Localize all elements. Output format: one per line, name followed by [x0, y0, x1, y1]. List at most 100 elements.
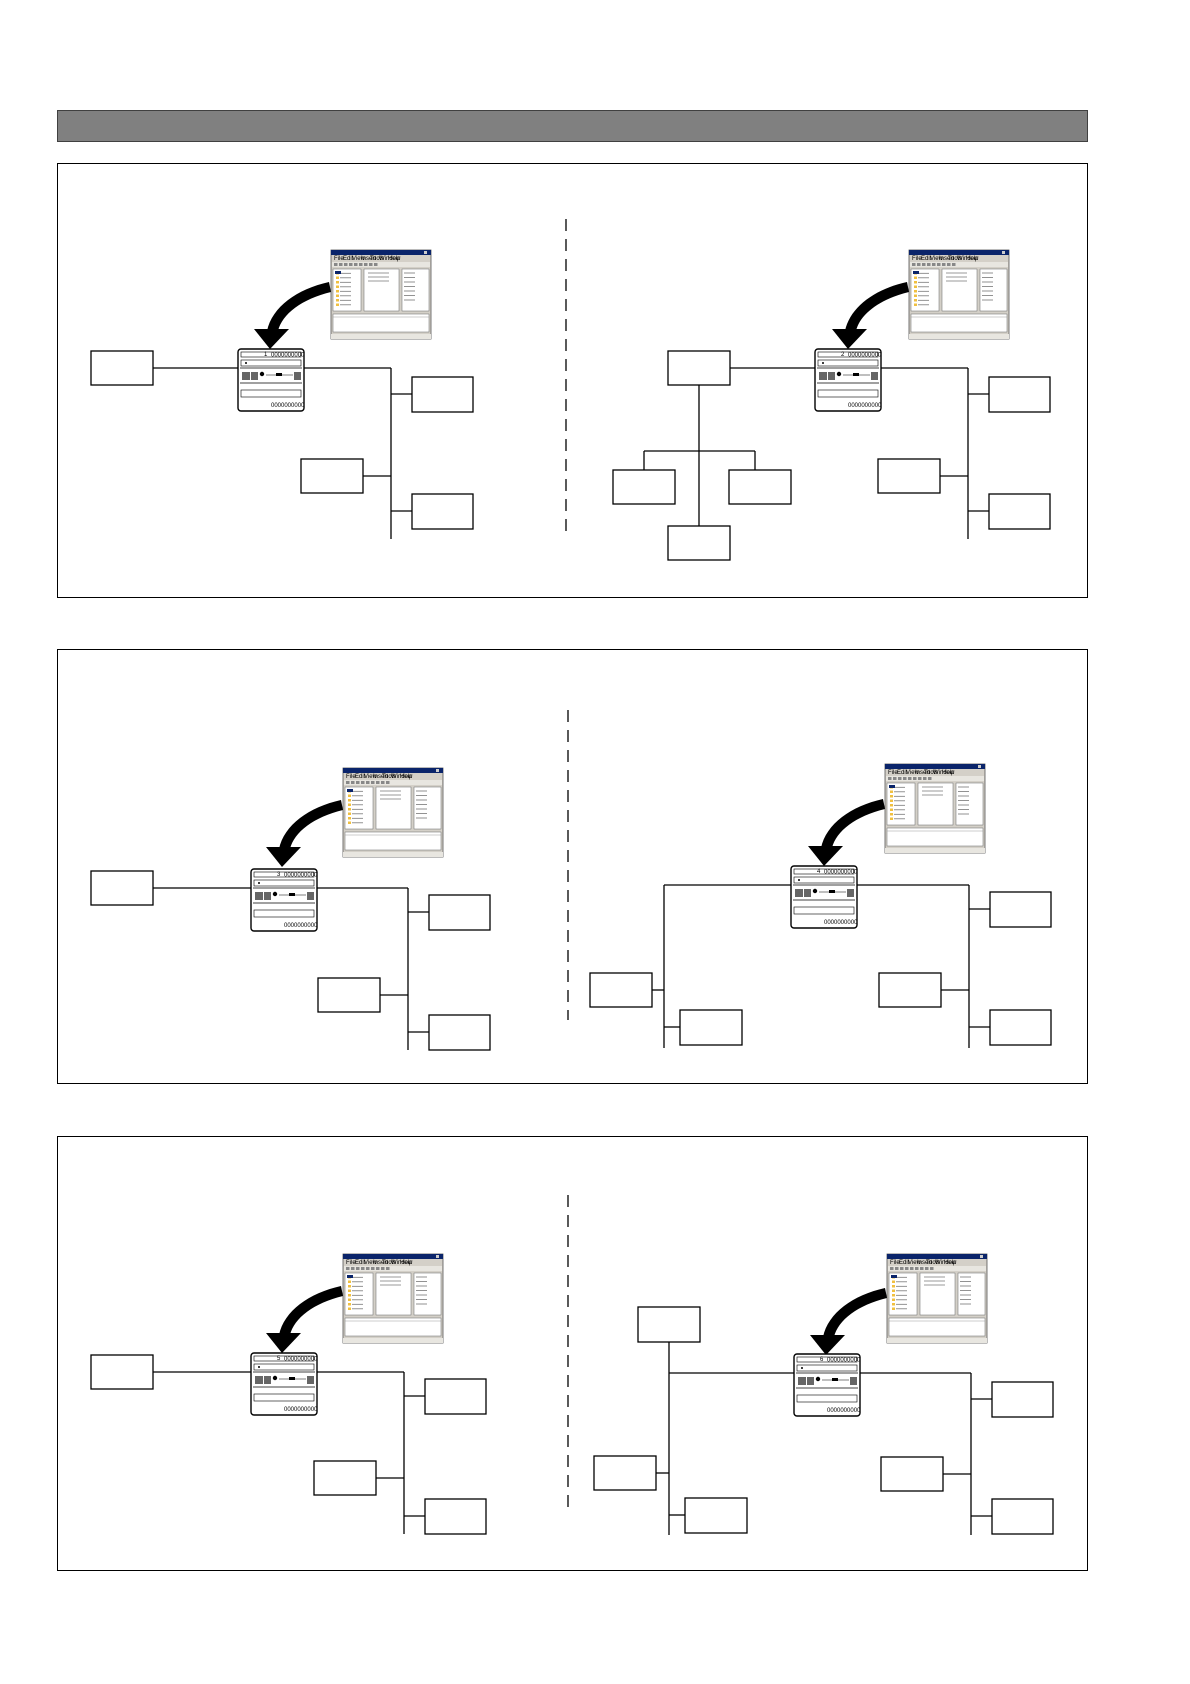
menu-item: File — [912, 256, 922, 262]
folder-icon — [914, 290, 917, 293]
unit-box-output — [684, 1497, 748, 1534]
tree-selection — [335, 271, 341, 274]
toolbar-icon — [928, 777, 932, 780]
toolbar-icon — [366, 781, 370, 784]
toolbar-icon — [346, 781, 350, 784]
toolbar-icon — [893, 777, 897, 780]
close-icon — [978, 765, 981, 768]
device-digits-bottom: 0000000000 — [827, 1408, 861, 1414]
device-led — [798, 879, 800, 881]
toolbar-icon — [925, 1267, 929, 1270]
properties-pane — [401, 268, 430, 312]
arrow-head — [810, 1335, 845, 1355]
folder-icon — [890, 813, 893, 816]
close-icon — [980, 1255, 983, 1258]
folder-icon — [348, 1303, 351, 1306]
arrow-body — [845, 282, 909, 331]
device-digits-top: 0000000000 — [271, 353, 305, 359]
folder-icon — [914, 303, 917, 306]
arrow-head — [266, 1333, 301, 1353]
toolbar-icon — [910, 1267, 914, 1270]
status-bar — [909, 334, 1009, 339]
folder-icon — [348, 794, 351, 797]
menu-item: Tools — [382, 774, 396, 780]
toolbar-icon — [912, 263, 916, 266]
output-pane — [344, 831, 442, 851]
menu-item: Window — [957, 256, 979, 262]
folder-icon — [914, 299, 917, 302]
toolbar-icon — [920, 1267, 924, 1270]
tree-selection — [347, 789, 353, 792]
window-titlebar — [909, 250, 1009, 255]
folder-icon — [348, 817, 351, 820]
unit-box — [880, 1456, 944, 1492]
status-bar — [887, 1338, 987, 1343]
device-display — [793, 876, 855, 884]
window-toolbar — [888, 1266, 986, 1271]
menu-item: Help — [388, 256, 401, 262]
folder-icon — [348, 1285, 351, 1288]
device-terminal-block — [798, 1377, 806, 1385]
device-slider — [853, 373, 859, 376]
folder-icon — [348, 821, 351, 824]
folder-icon — [348, 799, 351, 802]
folder-icon — [892, 1285, 895, 1288]
output-pane — [332, 313, 430, 333]
folder-icon — [348, 1280, 351, 1283]
device-number: 3 — [277, 872, 281, 878]
toolbar-icon — [361, 1267, 365, 1270]
window-titlebar — [331, 250, 431, 255]
toolbar-icon — [366, 1267, 370, 1270]
device-button-icon — [836, 371, 842, 377]
menu-item: Help — [944, 1260, 957, 1266]
toolbar-icon — [346, 1267, 350, 1270]
device-led — [801, 1367, 803, 1369]
arrow-body — [821, 799, 885, 848]
device-terminal-block — [264, 1376, 271, 1384]
window-toolbar — [886, 776, 984, 781]
unit-box-input — [667, 350, 731, 386]
unit-box-output — [424, 1498, 487, 1535]
folder-icon — [348, 803, 351, 806]
menu-item: Help — [966, 256, 979, 262]
tree-selection — [913, 271, 919, 274]
device-terminal-block — [807, 1377, 814, 1385]
unit-box-output — [988, 376, 1051, 413]
menu-item: Insert — [915, 770, 930, 776]
menu-item: View — [930, 256, 944, 262]
menu-item: Insert — [373, 1260, 388, 1266]
list-pane — [917, 782, 954, 826]
output-pane — [344, 1317, 442, 1337]
toolbar-icon — [356, 781, 360, 784]
device-led — [245, 362, 247, 364]
device-bottom-rail — [793, 906, 855, 915]
unit-box-output — [989, 891, 1052, 928]
unit-box-input — [90, 350, 154, 386]
toolbar-icon — [349, 263, 353, 266]
device-digits-bottom: 0000000000 — [848, 403, 882, 409]
properties-pane — [979, 268, 1008, 312]
download-arrow-icon — [254, 282, 331, 349]
folder-icon — [348, 1307, 351, 1310]
device-number: 1 — [264, 352, 268, 358]
menu-item: File — [888, 770, 898, 776]
toolbar-icon — [334, 263, 338, 266]
folder-icon — [890, 808, 893, 811]
menu-item: View — [352, 256, 366, 262]
toolbar-icon — [903, 777, 907, 780]
properties-pane — [955, 782, 984, 826]
device-led — [258, 1366, 260, 1368]
list-pane — [941, 268, 978, 312]
folder-icon — [336, 290, 339, 293]
arrow-body — [267, 282, 331, 331]
arrow-body — [823, 1288, 887, 1337]
device-digits-bottom: 0000000000 — [824, 920, 858, 926]
unit-box-output — [424, 1378, 487, 1415]
